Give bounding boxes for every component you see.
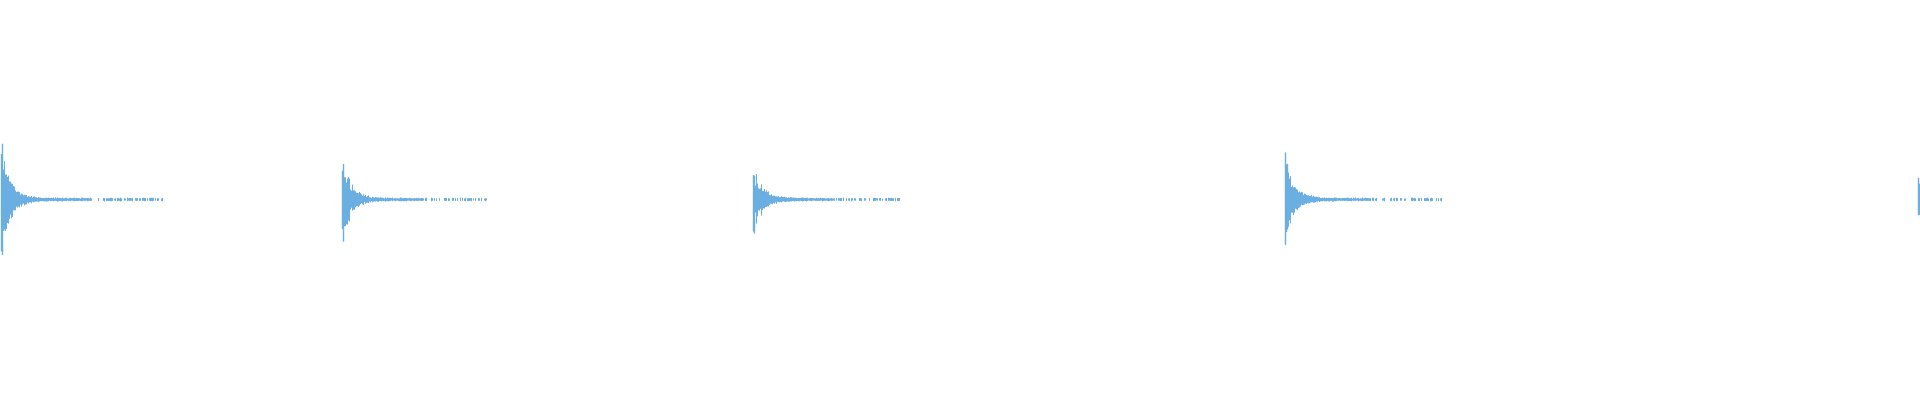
waveform-transient-1 [0,143,163,256]
waveform-transient-3 [752,173,900,234]
waveform-transient-5 [1917,177,1920,216]
waveform-transient-2 [341,163,487,242]
waveform-transient-4 [1284,152,1442,245]
